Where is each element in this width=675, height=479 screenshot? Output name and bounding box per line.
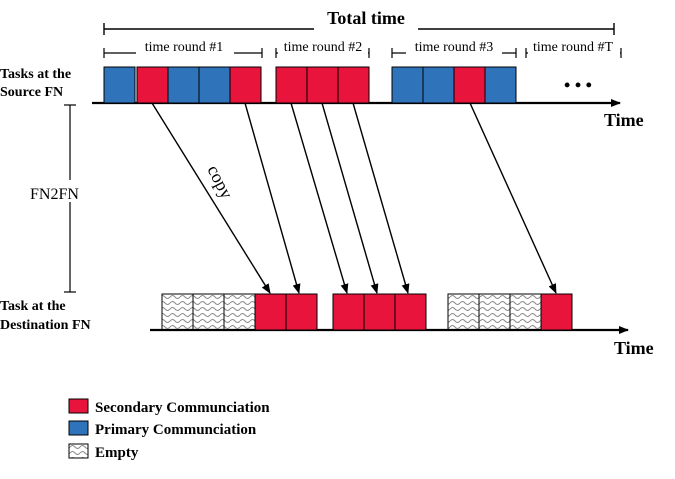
- destination-block-5: [285, 293, 318, 331]
- destination-row-label-line2: Destination FN: [0, 318, 91, 333]
- destination-block-10: [478, 293, 511, 331]
- source-block-8: [337, 66, 370, 104]
- copy-arrow-3: [290, 102, 349, 294]
- total-time-bracket: Total time: [103, 8, 615, 35]
- round-label-1: time round #1: [145, 40, 224, 55]
- source-block-12: [484, 66, 517, 104]
- legend-item-primary: Primary Communciation: [68, 420, 257, 438]
- fn2fn-marker: FN2FN: [30, 104, 110, 293]
- source-block-4: [198, 66, 231, 104]
- destination-block-2: [192, 293, 225, 331]
- source-block-1: [103, 66, 136, 104]
- legend-item-empty: Empty: [68, 443, 139, 461]
- copy-arrows: copy: [151, 102, 557, 294]
- round-label-2: time round #2: [284, 40, 363, 55]
- destination-block-3: [223, 293, 256, 331]
- legend-label-empty: Empty: [95, 445, 139, 461]
- round-label-t: time round #T: [533, 40, 614, 55]
- destination-block-4: [254, 293, 287, 331]
- legend-label-secondary: Secondary Communciation: [95, 400, 270, 416]
- source-row-label-line1: Tasks at the: [0, 67, 71, 82]
- source-time-label: Time: [604, 110, 644, 130]
- source-row: Tasks at the Source FN Time • • •: [0, 66, 644, 130]
- copy-arrow-2: [244, 102, 301, 294]
- legend: Secondary Communciation Primary Communci…: [68, 398, 270, 461]
- legend-item-secondary: Secondary Communciation: [68, 398, 270, 416]
- source-block-6: [275, 66, 308, 104]
- source-block-5: [229, 66, 262, 104]
- round-bracket-1: time round #1: [103, 40, 263, 58]
- total-time-label: Total time: [327, 8, 405, 28]
- destination-block-8: [394, 293, 427, 331]
- round-brackets: time round #1 time round #2 time round #…: [103, 40, 622, 58]
- destination-block-7: [363, 293, 396, 331]
- destination-block-11: [509, 293, 542, 331]
- round-label-3: time round #3: [415, 40, 494, 55]
- destination-block-12: [540, 293, 573, 331]
- destination-time-label: Time: [614, 338, 654, 358]
- ellipsis-indicator: • • •: [564, 75, 592, 95]
- destination-block-6: [332, 293, 365, 331]
- copy-arrow-1: [151, 102, 271, 294]
- copy-label: copy: [203, 162, 237, 202]
- source-block-7: [306, 66, 339, 104]
- source-block-3: [167, 66, 200, 104]
- fn2fn-label: FN2FN: [30, 186, 79, 203]
- source-block-11: [453, 66, 486, 104]
- source-row-label-line2: Source FN: [0, 85, 63, 100]
- round-bracket-3: time round #3: [391, 40, 517, 58]
- source-block-9: [391, 66, 424, 104]
- round-bracket-t: time round #T: [525, 40, 622, 58]
- destination-block-1: [161, 293, 194, 331]
- copy-arrow-4: [321, 102, 379, 294]
- copy-arrow-6: [469, 102, 557, 294]
- legend-label-primary: Primary Communciation: [95, 422, 257, 438]
- copy-arrow-5: [352, 102, 410, 294]
- destination-row-label-line1: Task at the: [0, 299, 66, 314]
- source-block-2: [136, 66, 169, 104]
- destination-block-9: [447, 293, 480, 331]
- round-bracket-2: time round #2: [275, 40, 370, 58]
- destination-row: Task at the Destination FN Time: [0, 293, 654, 358]
- source-block-10: [422, 66, 455, 104]
